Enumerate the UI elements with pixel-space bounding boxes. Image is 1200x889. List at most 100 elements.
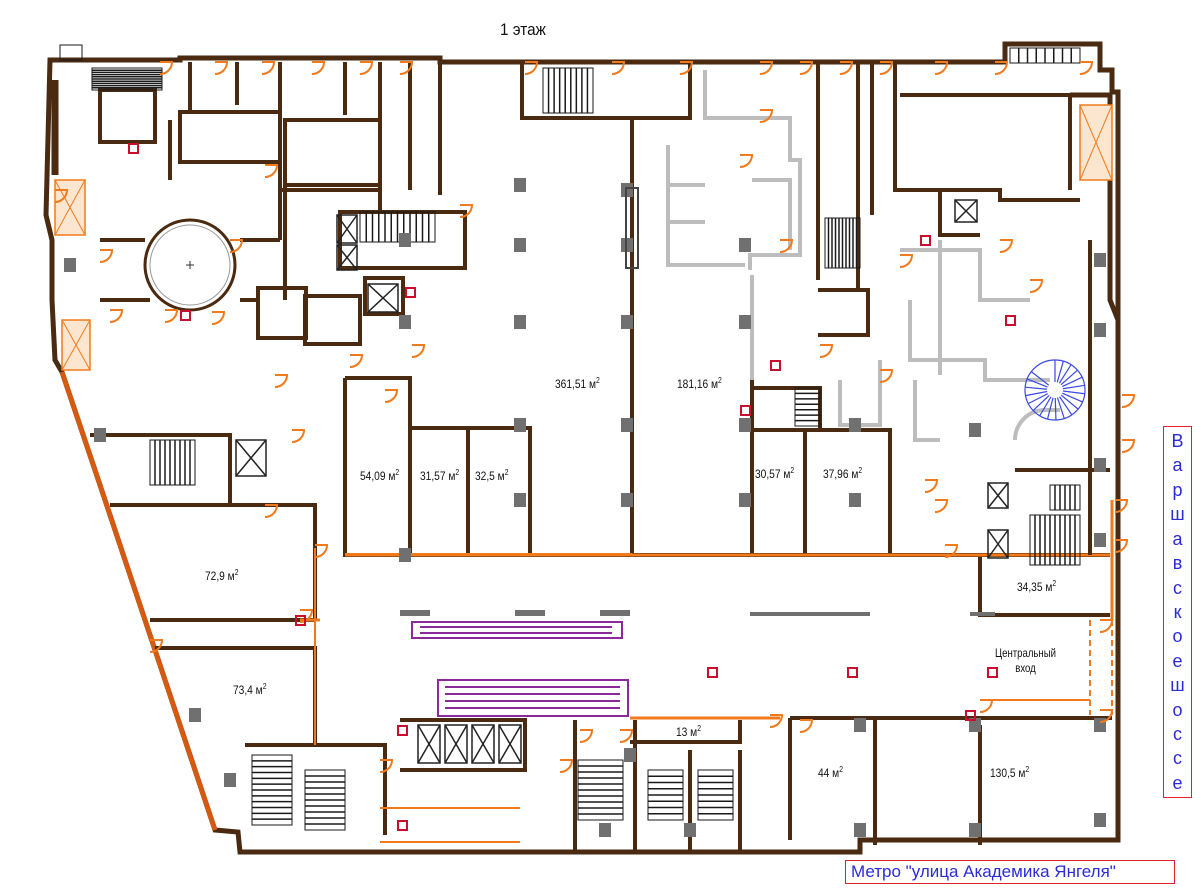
fire-marker <box>847 667 858 678</box>
column <box>739 315 751 329</box>
door-swing <box>311 61 326 75</box>
door-swing <box>1114 499 1129 513</box>
spiral-step <box>1026 378 1048 388</box>
door-swing <box>314 544 329 558</box>
door-swing <box>379 759 394 773</box>
spiral-step <box>1062 392 1083 403</box>
door-swing <box>839 61 854 75</box>
door-swing <box>899 254 914 268</box>
unit-area-label: 130,5 м2 <box>990 765 1030 780</box>
column <box>514 178 526 192</box>
unit-area-label: 54,09 м2 <box>360 468 400 483</box>
spiral-step <box>1025 390 1048 397</box>
column <box>621 418 633 432</box>
fire-marker <box>397 820 408 831</box>
fire-marker <box>920 235 931 246</box>
fire-marker <box>295 615 306 626</box>
unit-area-label: 361,51 м2 <box>555 376 600 391</box>
column <box>400 610 430 616</box>
entrance-line1: Центральный <box>995 646 1056 660</box>
door-swing <box>799 719 814 733</box>
fire-marker <box>405 287 416 298</box>
unit-area-label: 31,57 м2 <box>420 468 460 483</box>
unit-area-label: 30,57 м2 <box>755 466 795 481</box>
road-letter: ш <box>1170 504 1185 525</box>
door-swing <box>934 499 949 513</box>
column <box>1094 718 1106 732</box>
column <box>969 823 981 837</box>
door-swing <box>879 369 894 383</box>
spiral-step <box>1059 396 1073 416</box>
spiral-step <box>1058 364 1072 384</box>
column <box>750 612 870 616</box>
door-swing <box>211 311 226 325</box>
escalators <box>411 621 629 717</box>
spiral-step <box>1056 361 1064 383</box>
fire-marker <box>1005 315 1016 326</box>
road-letter: р <box>1172 479 1183 500</box>
door-swing <box>1079 61 1094 75</box>
door-swing <box>994 61 1009 75</box>
door-swing <box>559 759 574 773</box>
door-swing <box>819 344 834 358</box>
door-swing <box>299 609 314 623</box>
unit-area-label: 37,96 м2 <box>823 466 863 481</box>
spiral-step <box>1032 395 1050 411</box>
column <box>399 233 411 247</box>
road-letter: в <box>1172 553 1183 574</box>
spiral-step <box>1056 397 1065 419</box>
door-swing <box>349 354 364 368</box>
stair <box>542 67 594 114</box>
spiral-step <box>1062 390 1085 395</box>
door-swing <box>159 61 174 75</box>
road-letter: о <box>1172 699 1183 720</box>
building-outline <box>43 41 1121 855</box>
stair <box>794 387 821 427</box>
column <box>1094 813 1106 827</box>
column <box>1094 458 1106 472</box>
spiral-stair <box>1024 359 1086 421</box>
spiral-step <box>1062 384 1085 390</box>
column <box>599 823 611 837</box>
door-swing <box>619 729 634 743</box>
spiral-step <box>1025 386 1048 390</box>
door-swing <box>924 479 939 493</box>
unit-area-label: 44 м2 <box>818 765 843 780</box>
road-letter: о <box>1172 626 1183 647</box>
door-swing <box>944 544 959 558</box>
door-swing <box>579 729 594 743</box>
column <box>189 708 201 722</box>
unit-area-label: 73,4 м2 <box>233 682 267 697</box>
door-swing <box>779 239 794 253</box>
door-swing <box>1099 619 1114 633</box>
road-letter: е <box>1172 650 1183 671</box>
column <box>515 610 545 616</box>
door-swing <box>149 639 164 653</box>
door-swing <box>1114 539 1129 553</box>
door-swing <box>934 61 949 75</box>
spiral-step <box>1060 369 1078 386</box>
door-swing <box>264 504 279 518</box>
door-swing <box>261 61 276 75</box>
column <box>849 493 861 507</box>
unit-area-label: 32,5 м2 <box>475 468 509 483</box>
column <box>1094 253 1106 267</box>
door-swing <box>1121 439 1136 453</box>
column <box>514 238 526 252</box>
door-swing <box>679 61 694 75</box>
column <box>1094 323 1106 337</box>
road-letter: с <box>1173 724 1182 745</box>
unit-area-label: 34,35 м2 <box>1017 579 1057 594</box>
door-swing <box>879 61 894 75</box>
fire-marker <box>770 360 781 371</box>
door-swing <box>1099 709 1114 723</box>
door-swing <box>359 61 374 75</box>
fire-markers <box>128 143 1016 831</box>
door-swing <box>999 239 1014 253</box>
door-swing <box>384 389 399 403</box>
column <box>514 493 526 507</box>
columns <box>64 178 1106 837</box>
column <box>64 258 76 272</box>
unit-area-label: 181,16 м2 <box>677 376 722 391</box>
